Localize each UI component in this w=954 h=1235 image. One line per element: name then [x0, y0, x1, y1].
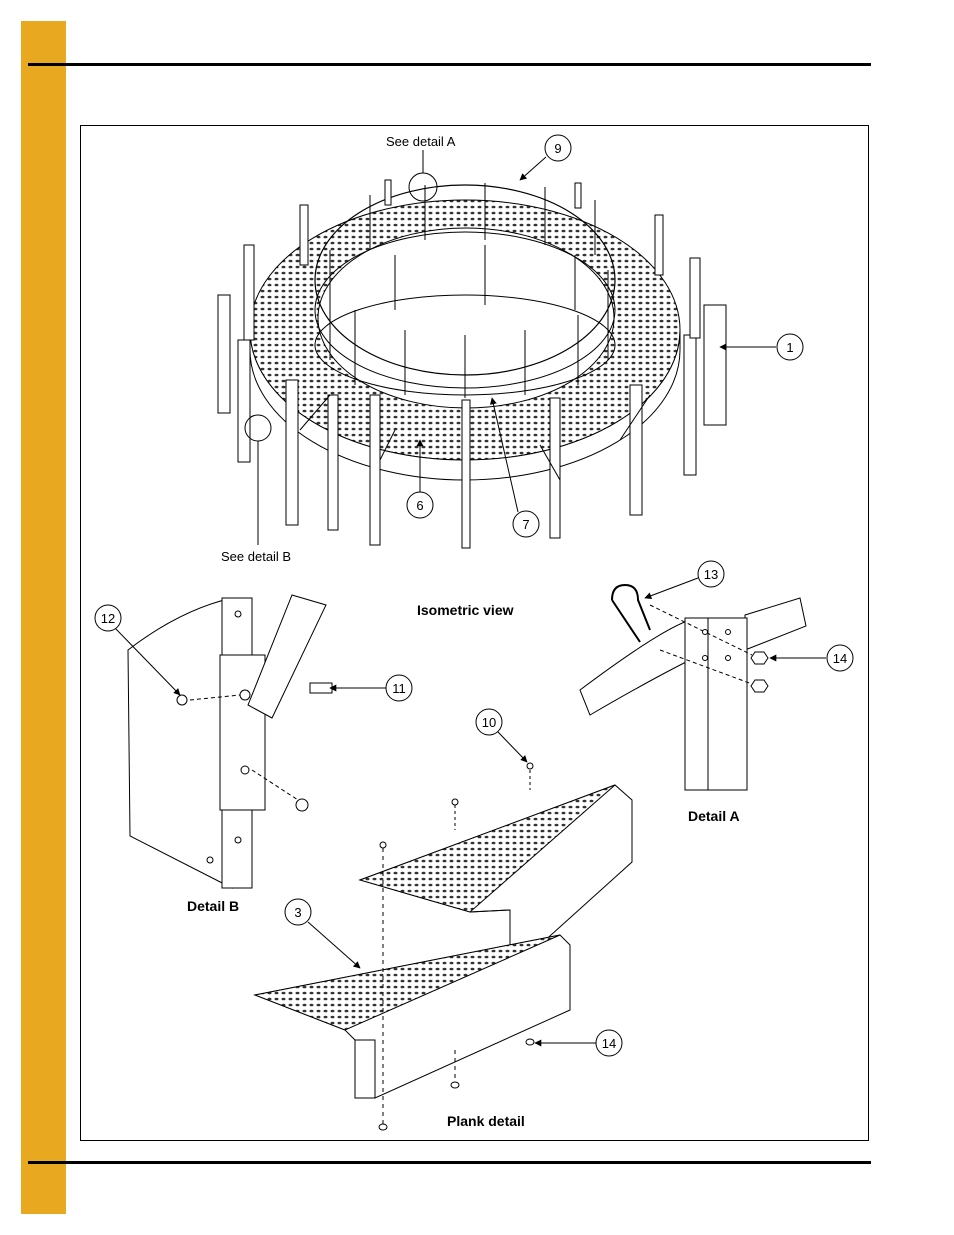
callout-1: 1 — [719, 333, 804, 361]
callout-12: 12 — [94, 604, 181, 696]
svg-text:11: 11 — [392, 681, 406, 696]
accent-side-bar — [21, 21, 66, 1214]
callout-11: 11 — [329, 674, 413, 702]
detail-a-nut — [750, 651, 769, 665]
footer-rule — [28, 1161, 871, 1164]
detail-a-u-bolt — [611, 583, 651, 631]
see-detail-b-note: See detail B — [221, 549, 291, 564]
callout-6: 6 — [406, 439, 434, 519]
svg-text:7: 7 — [522, 517, 529, 532]
callout-9: 9 — [519, 134, 572, 181]
svg-text:10: 10 — [482, 715, 496, 730]
detail-a-indicator — [408, 150, 438, 202]
plank-detail-drawing — [253, 762, 633, 1131]
ring-uprights — [217, 179, 727, 549]
header-rule — [28, 63, 871, 66]
detail-a-drawing — [579, 583, 807, 791]
svg-text:14: 14 — [602, 1036, 616, 1051]
figure-frame — [80, 125, 869, 1141]
svg-text:12: 12 — [101, 611, 115, 626]
svg-text:13: 13 — [704, 567, 718, 582]
isometric-view-title: Isometric view — [417, 602, 514, 618]
svg-text:14: 14 — [833, 651, 847, 666]
isometric-catwalk-ring — [249, 183, 681, 481]
svg-text:1: 1 — [786, 340, 793, 355]
detail-b-bolt — [309, 682, 333, 694]
callout-3: 3 — [284, 898, 361, 969]
detail-b-title: Detail B — [187, 898, 239, 914]
detail-b-nut — [176, 694, 188, 706]
detail-a-title: Detail A — [688, 808, 740, 824]
callout-13: 13 — [644, 560, 725, 600]
callout-10: 10 — [475, 708, 528, 763]
detail-b-brace — [247, 594, 327, 719]
svg-text:9: 9 — [554, 141, 561, 156]
see-detail-a-note: See detail A — [386, 134, 456, 149]
callout-14-detail-a: 14 — [769, 644, 854, 672]
detail-b-indicator — [244, 414, 272, 545]
callout-7: 7 — [489, 397, 540, 538]
detail-a-post — [684, 617, 748, 791]
svg-text:3: 3 — [294, 905, 301, 920]
detail-b-drawing — [127, 594, 333, 889]
svg-text:6: 6 — [416, 498, 423, 513]
detail-b-bin-panel — [127, 597, 233, 889]
lower-plank — [253, 934, 571, 1099]
plank-detail-title: Plank detail — [447, 1113, 525, 1129]
callout-14-plank: 14 — [534, 1029, 623, 1057]
